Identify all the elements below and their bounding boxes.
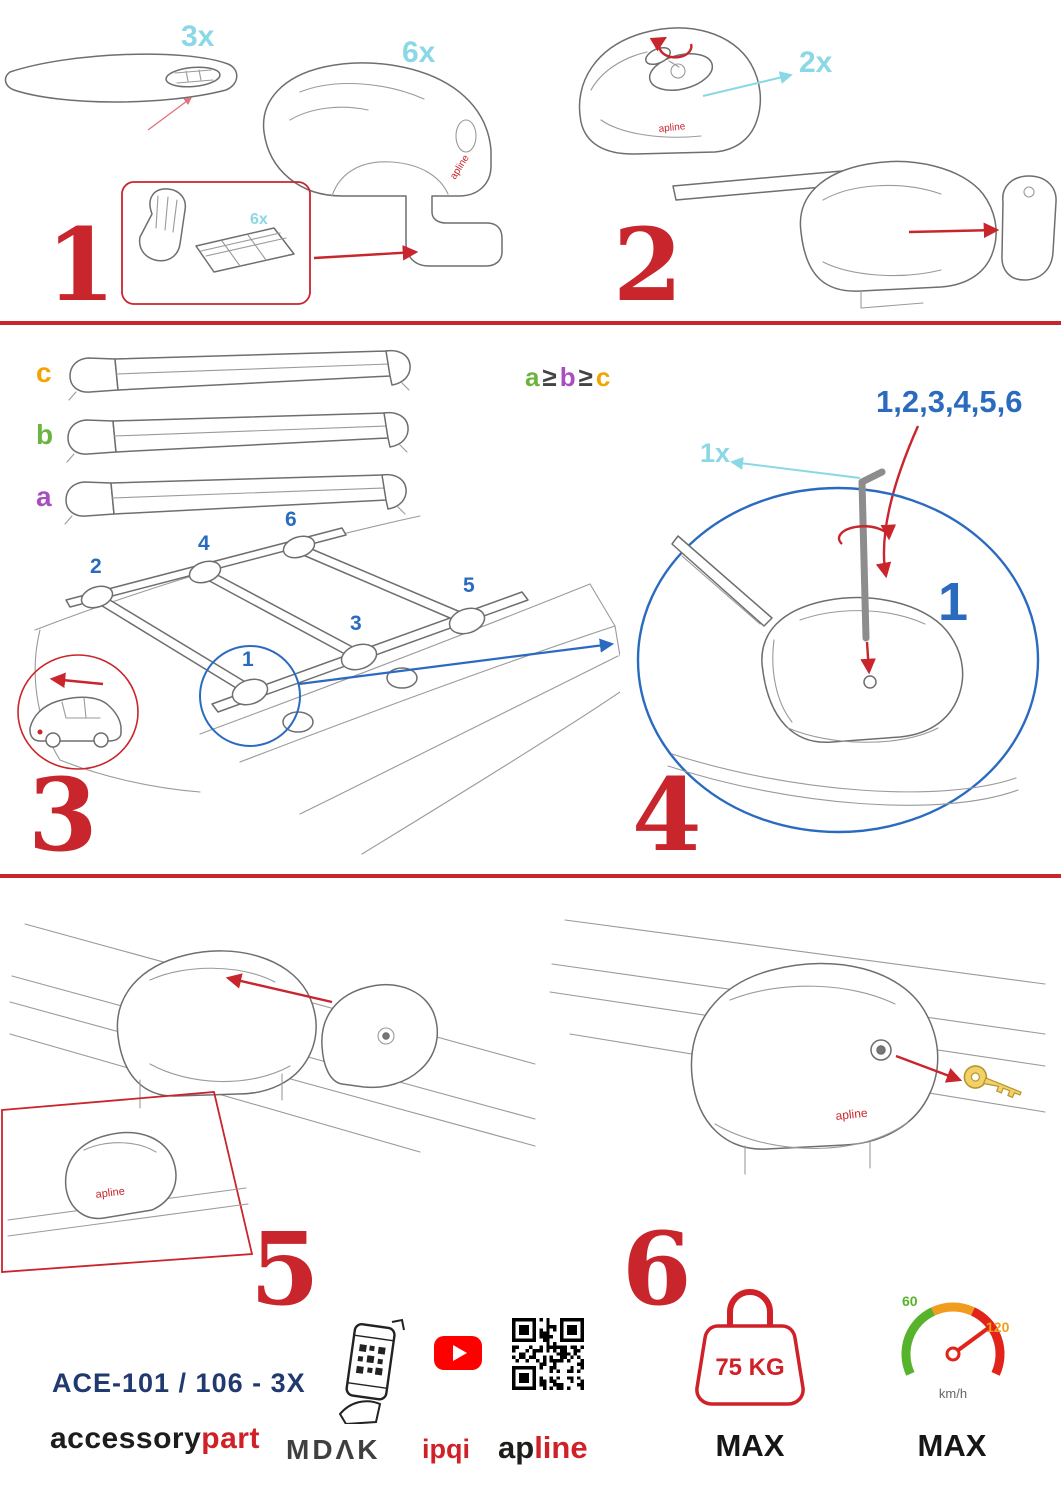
step2-number: 2 <box>613 206 683 320</box>
sequence-label: 1,2,3,4,5,6 <box>876 384 1023 419</box>
size-order-label: a≥b≥c <box>525 362 610 392</box>
roof-drawing <box>34 515 620 855</box>
pad-insert-arrow <box>313 244 419 261</box>
position-1: 1 <box>242 648 254 671</box>
step4-illustration: 1,2,3,4,5,6 1x 1 4 <box>632 384 1040 874</box>
pad-detail-box: 6x <box>121 181 311 305</box>
foot-drawing: apline <box>262 62 503 267</box>
keyhole-dot <box>876 1045 886 1055</box>
first-position-number: 1 <box>938 572 968 632</box>
position-5: 5 <box>463 574 475 597</box>
speed-low-label: 60 <box>902 1293 918 1309</box>
bar-a-drawing <box>64 473 407 525</box>
endcap-arrow <box>908 222 1000 239</box>
car-inset <box>17 654 139 770</box>
section-divider-1 <box>0 321 1061 325</box>
hand-shape <box>338 1400 382 1424</box>
step1-illustration: 3x apline 6x 6x 1 <box>4 20 503 320</box>
bar-b-label: b <box>36 419 53 450</box>
model-code: ACE-101 / 106 - 3X <box>52 1368 306 1398</box>
mounted-crossbars <box>80 535 486 706</box>
crossbar-drawing <box>4 53 238 103</box>
car-silhouette <box>29 696 122 748</box>
apline-logo: apline <box>498 1430 588 1466</box>
scan-phone-icon <box>338 1318 405 1424</box>
foot-brand-mark: apline <box>835 1106 869 1123</box>
qr-code <box>512 1318 584 1390</box>
bar-endcap-drawing <box>672 160 1057 309</box>
lock-qty-arrow <box>702 71 793 97</box>
scan-mark <box>391 1318 405 1331</box>
foot-brand-mark: apline <box>658 121 686 135</box>
bar-c-drawing <box>68 349 411 401</box>
speed-unit-label: km/h <box>939 1386 967 1401</box>
position-2: 2 <box>90 555 102 578</box>
inset-brand-mark: apline <box>95 1185 126 1200</box>
apline-black-part: ap <box>498 1430 535 1465</box>
locked-inset: apline <box>1 1091 254 1273</box>
max-load-label: MAX <box>715 1428 785 1463</box>
youtube-icon <box>434 1336 482 1370</box>
position-6: 6 <box>285 508 297 531</box>
step3-illustration: c b a a≥b≥c <box>17 349 620 874</box>
position-4: 4 <box>198 532 210 555</box>
max-load-value: 75 KG <box>715 1354 784 1381</box>
step6-number: 6 <box>622 1210 692 1320</box>
sequence-arrow <box>875 425 920 579</box>
tool-qty-arrow <box>730 456 861 479</box>
bar-qty-label: 3x <box>181 20 215 53</box>
ipqi-logo: ipqi <box>422 1434 470 1464</box>
lock-qty-label: 2x <box>799 46 833 79</box>
step4-number: 4 <box>632 756 702 874</box>
zoom-circle <box>636 486 1040 834</box>
lock-rotate-arrow <box>649 36 693 59</box>
bar-a-label: a <box>36 481 52 512</box>
brand-red-part: part <box>201 1422 260 1455</box>
zoom-link-arrow <box>298 638 615 686</box>
cover-slide-arrow <box>225 973 333 1004</box>
max-load-icon: 75 KG <box>695 1289 805 1406</box>
rotate-arrow <box>837 524 897 545</box>
accessorypart-logo: accessorypart <box>50 1422 260 1456</box>
foot1-highlight-circle <box>199 645 301 747</box>
pad-qty-label: 6x <box>250 211 268 228</box>
bar-c-label: c <box>36 357 52 388</box>
foot-keylock-drawing: apline <box>549 919 1046 1175</box>
loose-clamp-1 <box>386 667 418 689</box>
max-speed-icon: 60 120 km/h <box>901 1293 1010 1401</box>
foot-qty-label: 6x <box>402 36 436 69</box>
direction-arrow <box>49 672 104 689</box>
apline-red-part: line <box>534 1430 588 1465</box>
step5-number: 5 <box>250 1210 320 1320</box>
tool-qty-label: 1x <box>700 438 730 468</box>
step5-illustration: apline 5 <box>1 923 536 1320</box>
step3-number: 3 <box>28 756 98 874</box>
section-divider-2 <box>0 874 1061 878</box>
mdak-logo: MDΛK <box>286 1434 381 1465</box>
pad-drawing <box>138 188 295 273</box>
bar-pointer-arrow <box>147 97 192 131</box>
roof-rail-drawing <box>9 923 536 1153</box>
max-speed-label: MAX <box>917 1428 987 1463</box>
bolt-head <box>863 675 877 689</box>
step1-number: 1 <box>46 206 116 320</box>
mount-dot <box>37 729 43 735</box>
position-3: 3 <box>350 612 362 635</box>
key-drawing <box>963 1065 1022 1099</box>
bar-b-drawing <box>66 411 409 463</box>
step6-illustration: apline 6 <box>549 919 1046 1320</box>
speed-high-label: 120 <box>986 1319 1010 1335</box>
step2-illustration: apline 2x 2 <box>578 27 1057 320</box>
tighten-arrow <box>860 641 876 675</box>
hex-key-drawing <box>858 468 886 642</box>
keyhole-dot <box>382 1032 390 1040</box>
key-arrow <box>895 1054 963 1083</box>
phone-qr-pattern <box>355 1344 386 1376</box>
foot-lock-drawing: apline <box>578 27 762 155</box>
brand-black-part: accessory <box>50 1422 202 1455</box>
